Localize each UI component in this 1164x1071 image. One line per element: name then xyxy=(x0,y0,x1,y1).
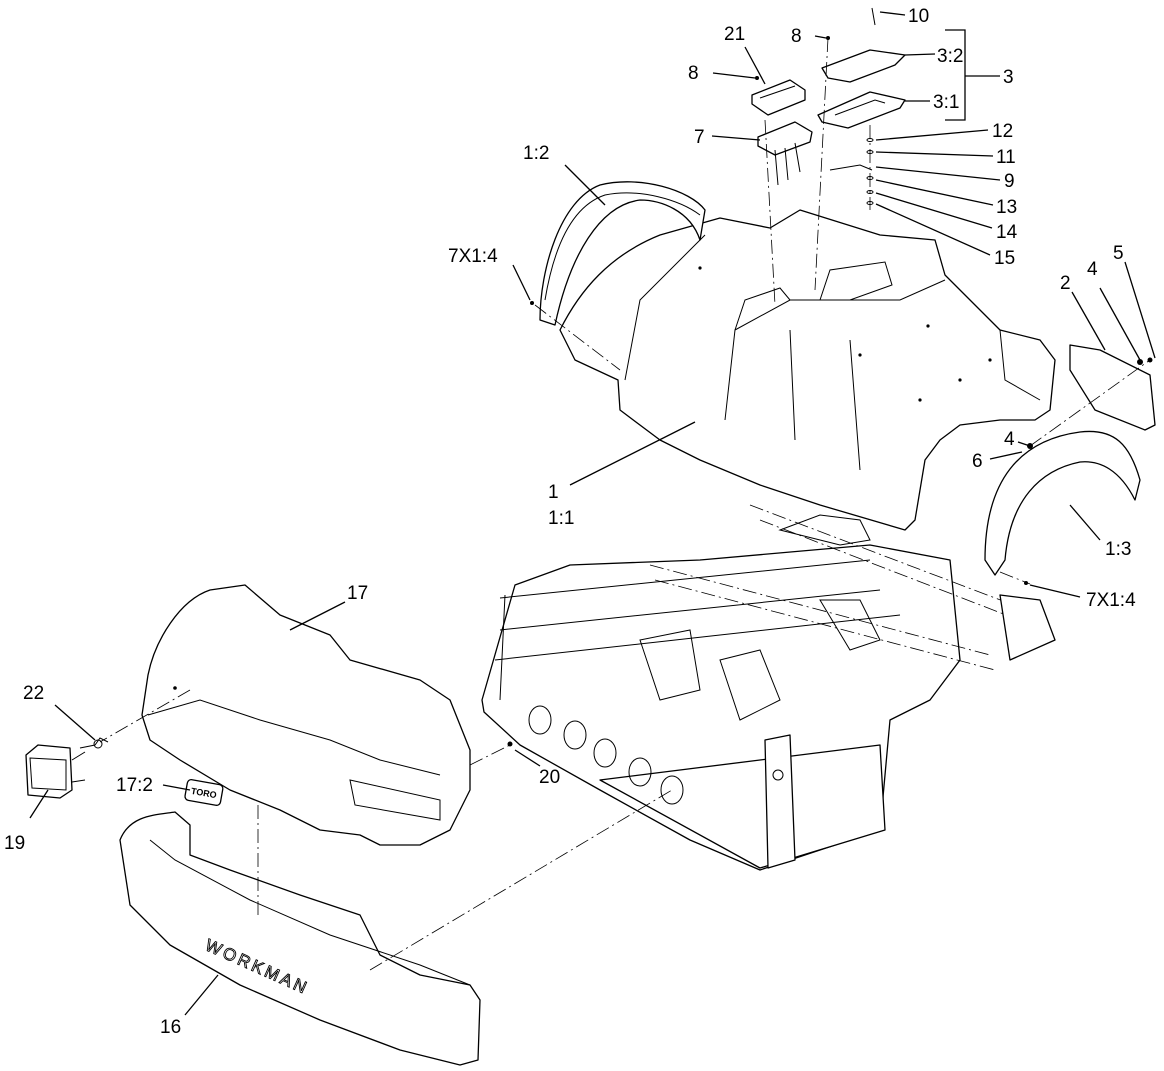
callout-12: 12 xyxy=(992,121,1013,142)
callout-22: 22 xyxy=(23,683,44,704)
callout-8-left: 8 xyxy=(688,63,699,84)
callout-2: 2 xyxy=(1060,273,1071,294)
callout-20: 20 xyxy=(539,767,560,788)
shifter-plate-3-1 xyxy=(817,91,906,129)
rear-fender xyxy=(984,430,1141,576)
callout-21: 21 xyxy=(724,24,745,45)
console-plate-21 xyxy=(751,79,806,116)
callout-1-1: 1:1 xyxy=(548,508,574,529)
chassis-frame xyxy=(481,504,1056,871)
hood-body xyxy=(559,209,1056,531)
callout-11: 11 xyxy=(996,147,1016,168)
toro-emblem: TORO xyxy=(184,779,224,806)
side-panel xyxy=(1069,344,1156,431)
callout-3: 3 xyxy=(1003,67,1014,88)
callout-3-2: 3:2 xyxy=(937,46,963,67)
callout-17-2: 17:2 xyxy=(116,775,153,796)
callout-10: 10 xyxy=(908,6,929,27)
switch-panel-7 xyxy=(757,121,813,186)
callout-1-3: 1:3 xyxy=(1105,539,1131,560)
callout-17: 17 xyxy=(347,583,368,604)
callout-14: 14 xyxy=(996,222,1018,243)
callout-9: 9 xyxy=(1004,171,1015,192)
callout-5: 5 xyxy=(1113,243,1124,264)
callout-16: 16 xyxy=(160,1017,181,1038)
callout-8-top: 8 xyxy=(791,26,802,47)
callout-4-top: 4 xyxy=(1087,259,1098,280)
callout-3-1: 3:1 xyxy=(933,92,959,113)
emblem-lettering: TORO xyxy=(190,786,217,800)
callout-7: 7 xyxy=(694,127,705,148)
callout-7x1-4-right: 7X1:4 xyxy=(1086,590,1136,611)
callout-4-mid: 4 xyxy=(1004,429,1015,450)
assembly-lines xyxy=(99,37,1151,971)
callout-13: 13 xyxy=(996,197,1017,218)
callout-1: 1 xyxy=(548,482,559,503)
shifter-plate-3-2 xyxy=(821,49,906,83)
callout-labels: 10 8 21 8 3:2 3 3:1 7 12 11 9 13 14 15 1… xyxy=(4,6,1136,1038)
callout-1-2: 1:2 xyxy=(523,143,549,164)
callout-7x1-4-left: 7X1:4 xyxy=(448,246,498,267)
front-grille-panel xyxy=(141,584,471,846)
callout-19: 19 xyxy=(4,833,25,854)
headlight xyxy=(25,737,109,799)
callout-6: 6 xyxy=(972,451,983,472)
front-fender xyxy=(539,181,706,326)
fasteners xyxy=(507,301,1153,747)
callout-15: 15 xyxy=(994,248,1015,269)
leader-lines xyxy=(29,11,1156,1016)
front-bumper: WORKMAN xyxy=(119,811,481,1066)
